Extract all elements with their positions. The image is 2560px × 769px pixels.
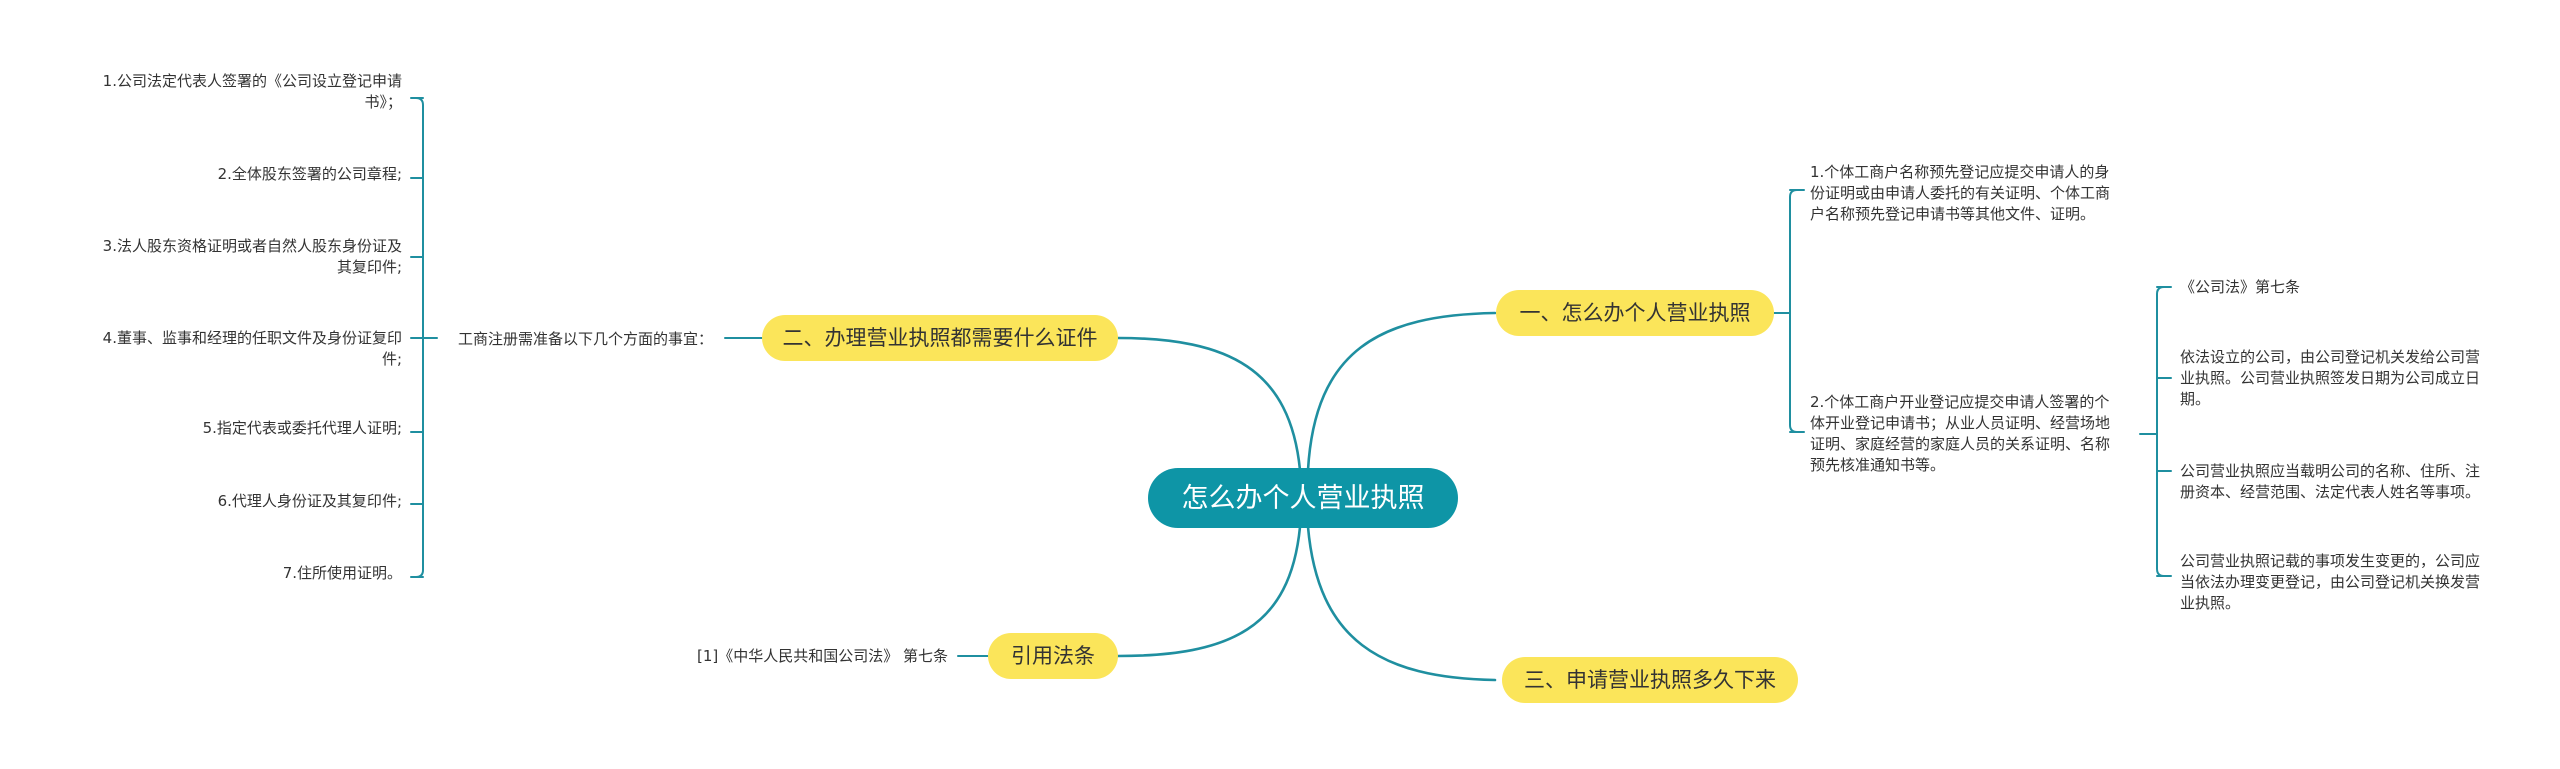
branch-node-b4-label: 引用法条 bbox=[1011, 644, 1095, 668]
edge-root-b2 bbox=[1116, 336, 1302, 472]
b2-mid-text-line: 工商注册需准备以下几个方面的事宜： bbox=[458, 330, 713, 348]
b1-sub-item-1-line: 《公司法》第七条 bbox=[2180, 278, 2300, 296]
b1-sub-item-2-line: 依法设立的公司，由公司登记机关发给公司营 bbox=[2180, 348, 2480, 366]
root-node-label: 怎么办个人营业执照 bbox=[1182, 483, 1425, 514]
b1-item-1-line: 1.个体工商户名称预先登记应提交申请人的身 bbox=[1810, 163, 2109, 181]
branch-node-b1-shape bbox=[1496, 290, 1774, 336]
branch-node-b4-shape bbox=[988, 633, 1118, 679]
branch-node-b4[interactable]: 引用法条 bbox=[988, 633, 1118, 679]
b1-sub-list-bracket bbox=[2156, 286, 2165, 577]
b1-item-2: 2.个体工商户开业登记应提交申请人签署的个体开业登记申请书；从业人员证明、经营场… bbox=[1810, 393, 2110, 474]
connector-lines bbox=[410, 97, 2172, 682]
edge-root-b3 bbox=[1306, 525, 1497, 682]
b2-item-2-line: 2.全体股东签署的公司章程; bbox=[218, 165, 402, 183]
b2-item-7-line: 7.住所使用证明。 bbox=[283, 564, 402, 582]
b2-item-7: 7.住所使用证明。 bbox=[283, 564, 402, 582]
b1-sub-item-4: 公司营业执照记载的事项发生变更的，公司应当依法办理变更登记，由公司登记机关换发营… bbox=[2180, 552, 2480, 612]
b2-item-4: 4.董事、监事和经理的任职文件及身份证复印件; bbox=[103, 329, 402, 368]
b1-sub-item-2-line: 期。 bbox=[2180, 390, 2210, 408]
mind-map-nodes: 怎么办个人营业执照 一、怎么办个人营业执照 1.个体工商户名称预先登记应提交申请人的… bbox=[103, 72, 2480, 703]
root-node[interactable]: 怎么办个人营业执照 bbox=[1148, 468, 1458, 528]
b2-item-3-line: 3.法人股东资格证明或者自然人股东身份证及 bbox=[103, 237, 402, 255]
b2-item-3-line: 其复印件; bbox=[337, 258, 402, 276]
b2-item-6-line: 6.代理人身份证及其复印件; bbox=[218, 492, 402, 510]
b1-item-2-line: 2.个体工商户开业登记应提交申请人签署的个 bbox=[1810, 393, 2109, 411]
b1-sub-item-2: 依法设立的公司，由公司登记机关发给公司营业执照。公司营业执照签发日期为公司成立日… bbox=[2180, 348, 2480, 408]
b2-item-4-line: 4.董事、监事和经理的任职文件及身份证复印 bbox=[103, 329, 402, 347]
b2-item-1-line: 书》； bbox=[364, 93, 402, 111]
b2-item-1-line: 1.公司法定代表人签署的《公司设立登记申请 bbox=[103, 72, 402, 90]
branch-node-b3-shape bbox=[1502, 657, 1798, 703]
b2-item-1: 1.公司法定代表人签署的《公司设立登记申请书》； bbox=[103, 72, 402, 111]
b2-item-6: 6.代理人身份证及其复印件; bbox=[218, 492, 402, 510]
root-node-shape bbox=[1148, 468, 1458, 528]
b1-item-1: 1.个体工商户名称预先登记应提交申请人的身份证明或由申请人委托的有关证明、个体工… bbox=[1810, 163, 2110, 223]
b1-item-1-line: 份证明或由申请人委托的有关证明、个体工商 bbox=[1810, 184, 2110, 202]
b2-item-4-line: 件; bbox=[382, 350, 402, 368]
edge-root-b1 bbox=[1306, 311, 1497, 472]
b2-item-2: 2.全体股东签署的公司章程; bbox=[218, 165, 402, 183]
b4-item-1-line: [1]《中华人民共和国公司法》 第七条 bbox=[697, 647, 948, 665]
b1-sub-item-3: 公司营业执照应当载明公司的名称、住所、注册资本、经营范围、法定代表人姓名等事项。 bbox=[2180, 462, 2480, 501]
b1-sub-item-1: 《公司法》第七条 bbox=[2180, 278, 2300, 296]
b1-item-2-line: 体开业登记申请书；从业人员证明、经营场地 bbox=[1810, 414, 2110, 432]
branch-node-b3-label: 三、申请营业执照多久下来 bbox=[1524, 668, 1776, 692]
b4-item-1: [1]《中华人民共和国公司法》 第七条 bbox=[697, 647, 948, 665]
b1-item-2-line: 预先核准通知书等。 bbox=[1810, 456, 1945, 474]
b1-list-bracket bbox=[1789, 189, 1798, 433]
edge-root-b4 bbox=[1116, 525, 1302, 658]
branch-node-b2[interactable]: 二、办理营业执照都需要什么证件 bbox=[762, 315, 1118, 361]
branch-node-b2-shape bbox=[762, 315, 1118, 361]
b1-sub-item-2-line: 业执照。公司营业执照签发日期为公司成立日 bbox=[2180, 369, 2480, 387]
b1-sub-item-4-line: 公司营业执照记载的事项发生变更的，公司应 bbox=[2180, 552, 2480, 570]
b1-sub-item-3-line: 公司营业执照应当载明公司的名称、住所、注 bbox=[2180, 462, 2480, 480]
b1-item-2-line: 证明、家庭经营的家庭人员的关系证明、名称 bbox=[1810, 435, 2110, 453]
b1-sub-item-4-line: 当依法办理变更登记，由公司登记机关换发营 bbox=[2180, 573, 2480, 591]
b2-item-3: 3.法人股东资格证明或者自然人股东身份证及其复印件; bbox=[103, 237, 402, 276]
branch-node-b1-label: 一、怎么办个人营业执照 bbox=[1520, 301, 1751, 325]
b2-item-5-line: 5.指定代表或委托代理人证明; bbox=[203, 419, 402, 437]
branch-node-b3[interactable]: 三、申请营业执照多久下来 bbox=[1502, 657, 1798, 703]
branch-node-b1[interactable]: 一、怎么办个人营业执照 bbox=[1496, 290, 1774, 336]
b2-item-5: 5.指定代表或委托代理人证明; bbox=[203, 419, 402, 437]
branch-node-b2-label: 二、办理营业执照都需要什么证件 bbox=[783, 326, 1098, 350]
b2-mid-text: 工商注册需准备以下几个方面的事宜： bbox=[458, 330, 713, 348]
b1-item-1-line: 户名称预先登记申请书等其他文件、证明。 bbox=[1810, 205, 2095, 223]
b1-sub-item-3-line: 册资本、经营范围、法定代表人姓名等事项。 bbox=[2180, 483, 2480, 501]
b1-sub-item-4-line: 业执照。 bbox=[2180, 594, 2240, 612]
